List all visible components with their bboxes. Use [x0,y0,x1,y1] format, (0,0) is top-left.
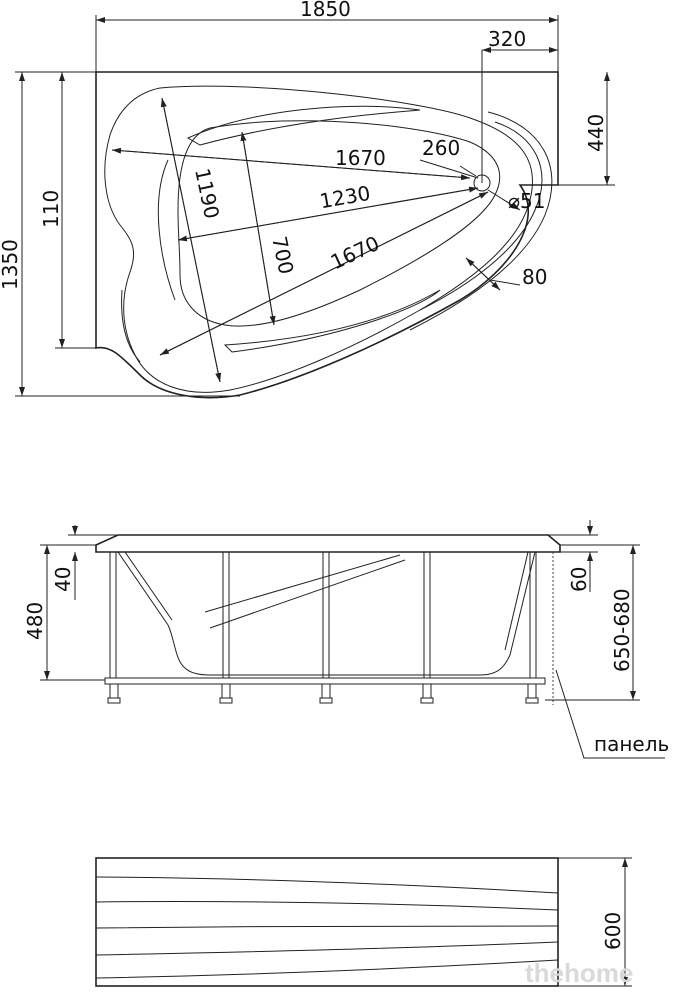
panel-leader [555,669,665,759]
dim-overall-length: 1850 [300,0,351,21]
dim-drain-offset: 260 [422,136,460,160]
dim-step-height: 60 [567,567,591,592]
dim-height-range: 650-680 [610,588,634,672]
dim-inner-width: 1190 [190,166,224,221]
base-frame [104,677,546,685]
rim-curve-left [121,159,176,363]
side-view: 480 40 60 650-680 панель [23,520,669,759]
watermark-logo: thehome [525,958,633,988]
panel-label: панель [594,732,669,756]
dim-diagonal: 1230 [318,181,372,213]
tub-body-outline [104,85,533,393]
dim-inner-length: 1670 [335,146,386,170]
dim-inner-length-lower: 1670 [327,231,383,274]
top-view: 1850 320 1350 110 440 1670 260 1230 [0,0,615,399]
rim-curve-right-2 [419,121,543,311]
feet [107,683,539,704]
dim-panel-height: 600 [601,912,625,950]
dim-inner-depth: 700 [267,234,298,276]
dim-overall-width: 1350 [0,239,22,290]
frame-posts [109,551,537,679]
panel-view: 600 [95,857,632,987]
tub-body [117,551,536,676]
armrest-lower [223,289,441,353]
rim-curve-right [409,111,553,331]
dim-rim-width: 80 [522,265,547,289]
tub-outer-outline [95,71,559,399]
inner-basin [177,120,501,327]
tub-rim [95,534,561,553]
dim-rim-height: 40 [51,567,75,592]
dim-drain-diameter: ⌀51 [508,189,546,213]
dim-left-height: 110 [39,190,63,228]
inner-slope [204,554,401,613]
front-panel [95,857,559,987]
dim-corner-offset: 320 [488,27,526,51]
dim-right-height: 440 [584,114,608,152]
armrest-upper [186,105,421,146]
panel-stripes [95,876,559,979]
dim-total-height: 480 [23,602,47,640]
